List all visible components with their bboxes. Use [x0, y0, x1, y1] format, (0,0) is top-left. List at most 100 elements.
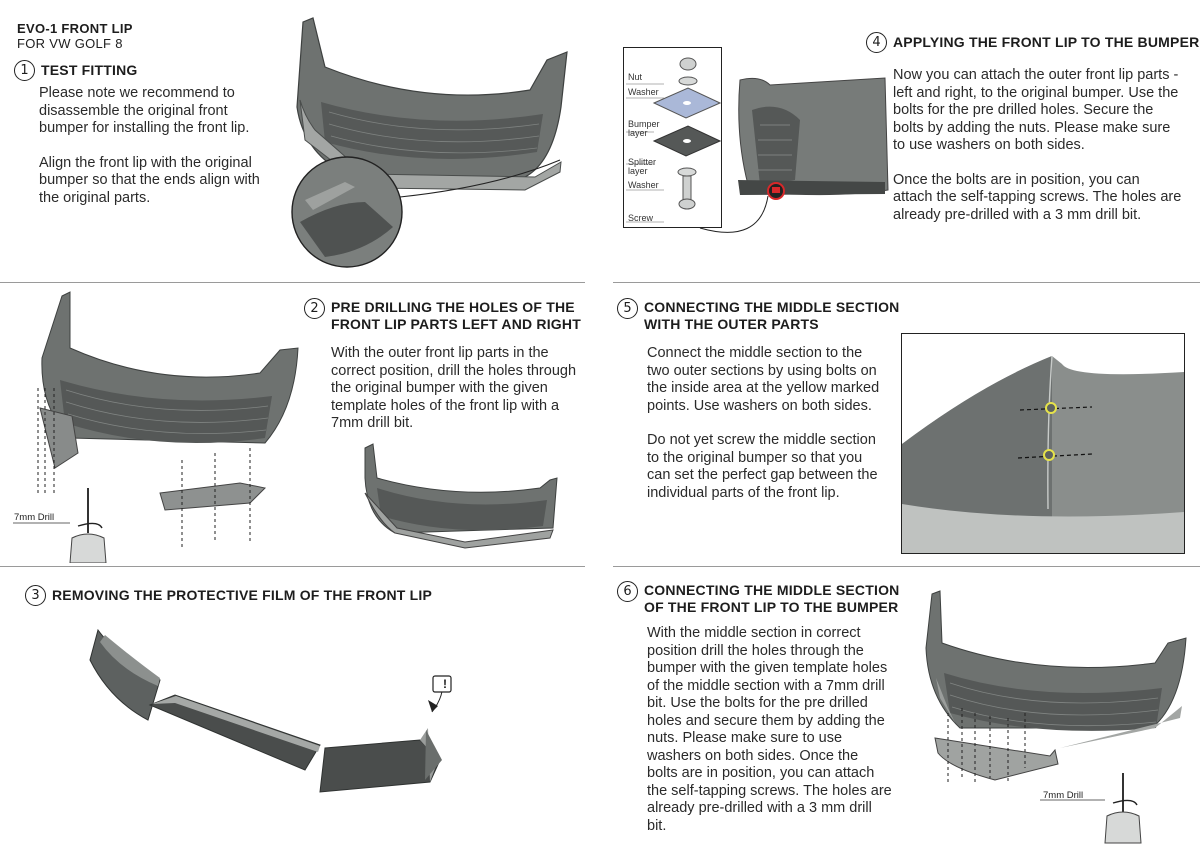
detail-lip-edge [305, 182, 355, 210]
drill-guide-lines [947, 708, 1026, 783]
step-6-title: CONNECTING THE MIDDLE SECTION OF THE FRO… [644, 581, 899, 616]
step-2-title: PRE DRILLING THE HOLES OF THE FRONT LIP … [331, 298, 581, 333]
step-3-number: 3 [25, 585, 46, 606]
splitter-hole-icon [683, 139, 691, 143]
left-lip-part [39, 407, 79, 469]
bolt-point-upper [1045, 402, 1057, 414]
step-2-result-illustration [364, 443, 558, 549]
divider-row2-right [613, 566, 1200, 567]
step-6-illustration [925, 590, 1187, 844]
drill-icon [1104, 773, 1142, 844]
fastener-stack-svg [626, 57, 721, 223]
middle-lip-film [152, 696, 320, 752]
lip-underside [902, 504, 1184, 553]
label-screw: Screw [628, 213, 654, 223]
document-subtitle: FOR VW GOLF 8 [17, 36, 123, 51]
front-lip-shape [364, 492, 554, 549]
grille-mesh [328, 111, 540, 154]
legend-leader-lines [626, 83, 664, 223]
step-5-paragraph: Connect the middle section to the two ou… [647, 345, 880, 414]
step-1-heading: 1 TEST FITTING [14, 60, 138, 81]
right-lip-part [159, 482, 267, 511]
middle-lip-part [934, 737, 1059, 781]
step-1-illustration [291, 17, 568, 268]
label-nut: Nut [628, 72, 643, 82]
grille-mesh [65, 389, 269, 434]
step-5-detail-box [901, 333, 1185, 554]
grille-shape [321, 102, 543, 160]
step-3-heading: 3 REMOVING THE PROTECTIVE FILM OF THE FR… [25, 585, 432, 606]
document-title: EVO-1 FRONT LIP [17, 21, 133, 36]
step-2-heading: 2 PRE DRILLING THE HOLES OF THE FRONT LI… [304, 298, 581, 333]
front-lip-shape [299, 99, 562, 191]
step-6-title-line: CONNECTING THE MIDDLE SECTION [644, 582, 900, 598]
mount-leader-line [699, 195, 769, 233]
step-5-title-line: WITH THE OUTER PARTS [644, 316, 819, 332]
label-splitter-layer-2: layer [628, 166, 648, 176]
step-2-title-line: FRONT LIP PARTS LEFT AND RIGHT [331, 316, 581, 332]
divider-row1-left [0, 282, 585, 283]
step-5-heading: 5 CONNECTING THE MIDDLE SECTION WITH THE… [617, 298, 899, 333]
step-3-illustration [89, 628, 452, 793]
step-4-title: APPLYING THE FRONT LIP TO THE BUMPER [893, 34, 1200, 50]
lip-left-face [902, 356, 1052, 553]
warning-symbol: ! [443, 677, 447, 691]
corner-lip-shape [738, 180, 885, 195]
label-washer-bottom: Washer [628, 180, 659, 190]
step-4-paragraph: Now you can attach the outer front lip p… [893, 67, 1179, 153]
middle-lip-piece [148, 694, 321, 771]
right-lip-piece [319, 739, 441, 793]
warning-icon [432, 675, 452, 693]
step-2-title-line: PRE DRILLING THE HOLES OF THE [331, 299, 575, 315]
peel-arrow-head [428, 700, 438, 712]
bumper-hole-icon [683, 101, 691, 105]
step-6-drill-label: 7mm Drill [1043, 790, 1084, 801]
mount-point-highlight [772, 187, 780, 193]
step-6-text: With the middle section in correct posit… [647, 625, 892, 852]
peeled-film [425, 730, 442, 780]
divider-row1-right [613, 282, 1200, 283]
step-6-title-line: OF THE FRONT LIP TO THE BUMPER [644, 599, 899, 615]
step-5-title-line: CONNECTING THE MIDDLE SECTION [644, 299, 900, 315]
step-5-text: Connect the middle section to the two ou… [647, 345, 887, 519]
step-6-heading: 6 CONNECTING THE MIDDLE SECTION OF THE F… [617, 581, 899, 616]
step-2-drill-label: 7mm Drill [14, 512, 55, 523]
nut-icon [679, 57, 697, 71]
grille-shape [377, 488, 547, 531]
step-5-paragraph: Do not yet screw the middle section to t… [647, 432, 878, 501]
detail-leader-line [399, 159, 561, 198]
grille-shape [60, 380, 272, 443]
step-5-title: CONNECTING THE MIDDLE SECTION WITH THE O… [644, 298, 899, 333]
step-2-illustration [13, 291, 299, 563]
fastener-stack-diagram: Nut Washer Bumper layer Splitter layer W… [623, 47, 722, 228]
step-4-number: 4 [866, 32, 887, 53]
step-6-number: 6 [617, 581, 638, 602]
step-2-text: With the outer front lip parts in the co… [331, 345, 586, 450]
step-4-paragraph: Once the bolts are in position, you can … [893, 171, 1182, 223]
step-2-number: 2 [304, 298, 325, 319]
step-1-number: 1 [14, 60, 35, 81]
bolt-point-lower [1043, 449, 1055, 461]
step-5-detail-svg [902, 334, 1184, 553]
step-1-title: TEST FITTING [41, 62, 138, 78]
left-lip-film [100, 635, 160, 686]
document-header: EVO-1 FRONT LIP FOR VW GOLF 8 [17, 21, 133, 51]
label-bumper-layer-1: Bumper [628, 119, 660, 129]
corner-grille-shape [752, 106, 800, 185]
step-2-paragraph: With the outer front lip parts in the co… [331, 345, 577, 431]
step-5-number: 5 [617, 298, 638, 319]
step-4-heading: 4 APPLYING THE FRONT LIP TO THE BUMPER [866, 32, 1199, 53]
drill-guide-lines [37, 388, 251, 548]
divider-row2-left [0, 566, 585, 567]
label-splitter-layer-1: Splitter [628, 157, 657, 167]
section-seam-line [1047, 355, 1053, 510]
washer-icon [678, 76, 698, 86]
label-washer-top: Washer [628, 87, 659, 97]
corner-grille-mesh [758, 124, 792, 171]
label-bumper-layer-2: layer [628, 128, 648, 138]
step-1-paragraph: Align the front lip with the original bu… [39, 154, 260, 206]
step-1-text: Please note we recommend to disassemble … [39, 85, 279, 224]
step-1-paragraph: Please note we recommend to disassemble … [39, 85, 250, 136]
drill-icon [69, 488, 107, 563]
step-4-text: Now you can attach the outer front lip p… [893, 67, 1183, 241]
